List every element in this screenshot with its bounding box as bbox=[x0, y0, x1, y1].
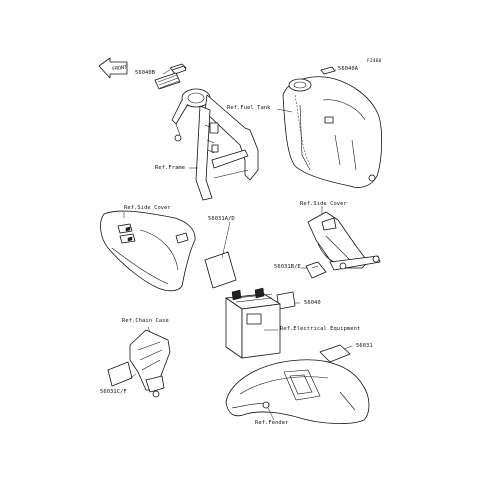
label-56031: 56031 bbox=[356, 343, 373, 349]
label-56031a-d: 56031A/D bbox=[208, 216, 235, 222]
label-ref-electrical-equipment: Ref.Electrical Equipment bbox=[280, 326, 361, 332]
label-ref-side-cover-left: Ref.Side Cover bbox=[124, 205, 171, 211]
decal-56040a bbox=[320, 66, 336, 75]
label-ref-frame: Ref.Frame bbox=[155, 165, 186, 171]
leader-lines bbox=[123, 69, 353, 421]
decal-frame-hatched bbox=[154, 72, 181, 90]
chain-case bbox=[129, 329, 171, 398]
fender bbox=[225, 359, 370, 425]
label-ref-fuel-tank: Ref.Fuel Tank bbox=[227, 105, 271, 111]
decal-56040b bbox=[169, 63, 187, 75]
fuel-tank bbox=[282, 76, 383, 188]
diagram-code: F2460 bbox=[367, 59, 382, 64]
label-ref-chain-case: Ref.Chain Case bbox=[122, 318, 169, 324]
label-56040b: 56040B bbox=[135, 70, 156, 76]
side-cover-left bbox=[100, 210, 196, 292]
decal-56031 bbox=[319, 344, 351, 363]
label-56031c-f: 56031C/F bbox=[100, 389, 127, 395]
label-56040: 56040 bbox=[304, 300, 321, 306]
frame bbox=[171, 88, 259, 201]
decal-56031a-d bbox=[204, 251, 237, 289]
label-ref-side-cover-right: Ref.Side Cover bbox=[300, 201, 347, 207]
label-56040a: 56040A bbox=[338, 66, 359, 72]
side-cover-right bbox=[307, 211, 381, 271]
decal-56031c-f bbox=[107, 361, 133, 387]
front-arrow-icon: FRONT bbox=[98, 57, 128, 79]
label-ref-fender: Ref.Fender bbox=[255, 420, 289, 426]
front-arrow-label: FRONT bbox=[112, 64, 128, 72]
battery bbox=[225, 287, 281, 359]
decal-56031b-e bbox=[305, 261, 327, 279]
label-56031b-e: 56031B/E bbox=[274, 264, 301, 270]
